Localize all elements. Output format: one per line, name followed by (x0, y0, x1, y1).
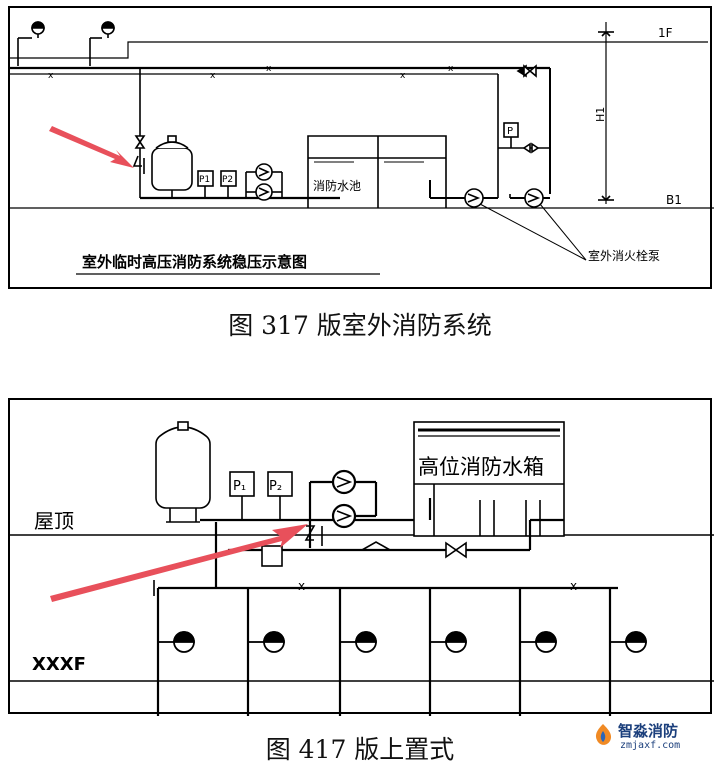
svg-text:x: x (570, 579, 577, 593)
figure-1-caption: 图 317 版室外消防系统 (228, 311, 492, 340)
svg-text:x: x (210, 71, 216, 81)
gauge-p2-2-label: P₂ (269, 479, 282, 494)
floor-hydrants (158, 631, 647, 653)
svg-text:x: x (400, 71, 406, 81)
gauge-p1-2 (229, 471, 255, 520)
check-valve-vertical (132, 155, 145, 174)
floor-1f-line (10, 41, 708, 59)
risers (156, 588, 612, 716)
floor-1f-label: 1F (658, 26, 673, 40)
check-valve-top (516, 64, 537, 78)
figure-1-diagram: x x x x x P (10, 21, 714, 275)
fire-pool-label: 消防水池 (313, 178, 361, 193)
height-dimension (598, 22, 614, 204)
svg-text:x: x (48, 71, 54, 81)
gauge-p2-label: P2 (222, 175, 233, 185)
hydrant-pump-label: 室外消火栓泵 (588, 248, 660, 263)
svg-text:x: x (298, 579, 305, 593)
stabilizer-pumps-2 (308, 469, 378, 529)
gate-box (261, 545, 283, 567)
roof-hydrant-right (89, 21, 115, 66)
check-valve-2 (361, 541, 391, 551)
gauge-p2-2 (267, 471, 293, 520)
pressure-tank (151, 135, 193, 198)
pressure-switch-p-label: P (507, 126, 513, 137)
watermark-logo: 智淼消防 zmjaxf.com (590, 720, 714, 764)
figure-1-title: 室外临时高压消防系统稳压示意图 (82, 253, 307, 271)
high-level-water-tank (413, 421, 565, 537)
flame-logo-icon (595, 724, 612, 745)
floor-label: XXXF (32, 654, 86, 675)
roof-label: 屋顶 (34, 509, 74, 533)
gate-valve-2 (445, 541, 467, 559)
fire-pool (307, 135, 447, 208)
pressure-tank-2 (155, 421, 211, 523)
stabilizer-pumps (245, 163, 283, 201)
floor-b1-label: B1 (666, 193, 682, 207)
flow-switch (304, 525, 323, 546)
watermark-name: 智淼消防 (618, 722, 679, 740)
highlight-arrow-2 (50, 524, 308, 602)
gauge-p1 (197, 170, 214, 198)
gauge-p1-label: P1 (199, 175, 210, 185)
height-label: H1 (594, 107, 607, 122)
figure-2-diagram: 屋顶 XXXF P₁ P₂ (10, 421, 714, 716)
svg-text:x: x (266, 64, 272, 74)
figure-1-panel: x x x x x P (8, 6, 714, 289)
gauge-p2 (220, 170, 237, 198)
svg-text:x: x (448, 64, 454, 74)
highlight-arrow-1 (49, 126, 134, 168)
watermark-url: zmjaxf.com (620, 740, 681, 751)
figure-2-caption: 图 417 版上置式 (265, 735, 455, 764)
gate-valve-vertical (134, 135, 146, 149)
gauge-p1-2-label: P₁ (233, 479, 246, 494)
high-level-water-tank-label: 高位消防水箱 (418, 455, 544, 479)
figure-2-panel: 屋顶 XXXF P₁ P₂ (8, 398, 714, 716)
roof-hydrant-left (17, 21, 45, 66)
